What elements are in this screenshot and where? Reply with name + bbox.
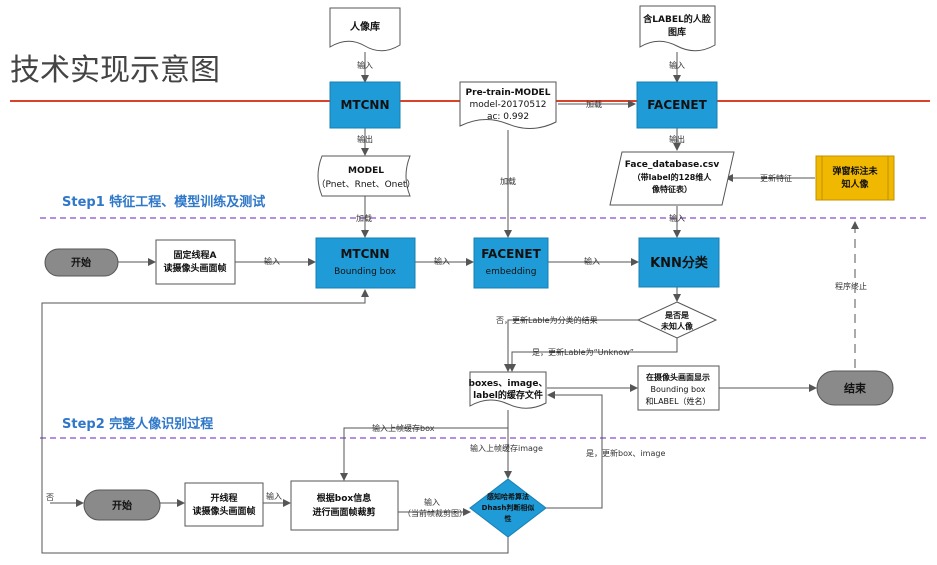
edge-label-output-csv: 输出	[669, 134, 685, 144]
page-title: 技术实现示意图	[10, 53, 220, 88]
edge-label-input-prev-box: 输入上帧缓存box	[372, 423, 435, 433]
node-facenet-emb-line2: embedding	[486, 267, 537, 277]
node-label-face-db: 含LABEL的人脸 图库	[639, 5, 716, 52]
node-cache-line2: label的缓存文件	[473, 389, 543, 401]
node-start2: 开始	[83, 489, 161, 521]
node-facenet-top-label: FACENET	[647, 98, 707, 112]
edge-label-output-model: 输出	[357, 134, 373, 144]
edge-label-yes-update: 是，更新Lable为“Unknow”	[532, 347, 634, 357]
node-unknown-decision: 是否是 未知人像	[636, 301, 718, 339]
step2-label: Step2 完整人像识别过程	[62, 416, 213, 432]
node-facenet-top: FACENET	[636, 81, 718, 129]
node-crop: 根据box信息 进行画面帧裁剪	[290, 480, 399, 531]
node-portrait-db-label: 人像库	[350, 20, 380, 33]
node-pretrain-model: Pre-train-MODEL model-20170512 ac: 0.992	[459, 81, 557, 129]
node-thread-b-line2: 读摄像头画面帧	[192, 505, 255, 517]
node-display-line2: Bounding box	[651, 385, 706, 394]
node-model-line2: （Pnet、Rnet、Onet）	[317, 179, 416, 190]
node-thread-a-line2: 读摄像头画面帧	[163, 262, 226, 274]
edge-label-input-crop: 输入	[424, 497, 440, 507]
edge-label-input-crop-sub: （当前帧裁剪图）	[403, 508, 467, 518]
node-dhash-line3: 性	[505, 514, 512, 523]
node-knn: KNN分类	[638, 237, 720, 288]
node-mtcnn-top: MTCNN	[329, 81, 401, 129]
node-thread-b-line1: 开线程	[210, 492, 237, 504]
edge-label-input1: 输入	[357, 60, 373, 70]
node-thread-a-line1: 固定线程A	[174, 249, 217, 261]
node-dhash-decision: 感知哈希算法 Dhash判断相似 性	[469, 478, 547, 538]
node-model-line1: MODEL	[348, 166, 384, 176]
node-popup-line2: 知人像	[840, 178, 869, 190]
node-end: 结束	[816, 370, 894, 406]
node-display-line3: 和LABEL（姓名）	[645, 396, 710, 406]
node-mtcnn-bounding-box: MTCNN Bounding box	[315, 237, 416, 289]
node-start1-label: 开始	[71, 256, 91, 269]
edge-label-program-stop: 程序终止	[835, 281, 867, 291]
edge-label-load-model: 加载	[356, 213, 372, 223]
node-facenet-embedding: FACENET embedding	[473, 237, 549, 289]
edge-label-yes-update-box: 是，更新box、image	[586, 448, 665, 458]
step1-label: Step1 特征工程、模型训练及测试	[62, 194, 265, 210]
node-display: 在摄像头画面显示 Bounding box 和LABEL（姓名）	[637, 365, 720, 411]
edge-label-no-left: 否	[46, 493, 54, 502]
node-thread-b: 开线程 读摄像头画面帧	[184, 482, 264, 527]
node-mtcnn-bb-line1: MTCNN	[340, 247, 389, 261]
node-csv-line3: 像特征表）	[651, 184, 692, 194]
node-popup-line1: 弹窗标注未	[832, 165, 878, 177]
node-mtcnn-top-label: MTCNN	[340, 98, 389, 112]
edge-label-input-mtcnn: 输入	[264, 256, 280, 266]
node-label-face-db-line1: 含LABEL的人脸	[642, 13, 711, 25]
node-pretrain-line1: Pre-train-MODEL	[466, 88, 551, 98]
node-label-face-db-line2: 图库	[668, 26, 686, 38]
edge-label-input-knn: 输入	[669, 213, 685, 223]
edge-label-input2: 输入	[669, 60, 685, 70]
edge-label-input-knn2: 输入	[584, 256, 600, 266]
node-cache-file: boxes、image、 label的缓存文件	[469, 371, 548, 409]
node-start1: 开始	[44, 248, 119, 277]
node-thread-a: 固定线程A 读摄像头画面帧	[155, 239, 236, 285]
edge-label-input-facenet: 输入	[434, 256, 450, 266]
edge-label-update-feature: 更新特征	[760, 173, 792, 183]
node-dhash-line2: Dhash判断相似	[482, 503, 535, 512]
node-display-line1: 在摄像头画面显示	[646, 372, 710, 382]
edge-labels: 输入 输出 加载 加载 加载 输入 输出 输入 输入 输入 输入 更新特征 程序…	[46, 60, 867, 518]
node-cache-line1: boxes、image、	[469, 379, 548, 389]
edge-label-no-update: 否，更新Lable为分类的结果	[496, 315, 598, 325]
node-start2-label: 开始	[112, 499, 132, 512]
node-unknown-line2: 未知人像	[660, 321, 694, 331]
node-mtcnn-bb-line2: Bounding box	[334, 267, 397, 277]
edge-label-input-prev-image: 输入上帧缓存image	[470, 443, 543, 453]
node-pretrain-line2: model-20170512	[469, 100, 546, 110]
edge-label-input-thread-b: 输入	[266, 491, 282, 501]
node-csv-line1: Face_database.csv	[625, 160, 720, 170]
node-unknown-line1: 是否是	[664, 310, 689, 320]
node-face-database-csv: Face_database.csv （带label的128维人 像特征表）	[609, 151, 735, 206]
node-dhash-line1: 感知哈希算法	[487, 492, 529, 501]
node-model: MODEL （Pnet、Rnet、Onet）	[317, 155, 416, 197]
node-facenet-emb-line1: FACENET	[481, 247, 541, 261]
connectors	[41, 52, 859, 554]
node-popup-label: 弹窗标注未 知人像	[815, 155, 895, 201]
node-crop-line1: 根据box信息	[317, 492, 371, 504]
node-crop-line2: 进行画面帧裁剪	[312, 506, 375, 518]
node-knn-label: KNN分类	[650, 255, 709, 271]
edge-label-load-pretrain: 加载	[500, 176, 516, 186]
node-pretrain-line3: ac: 0.992	[487, 112, 529, 122]
node-end-label: 结束	[843, 381, 867, 395]
node-portrait-db: 人像库	[329, 7, 401, 52]
node-csv-line2: （带label的128维人	[633, 172, 713, 182]
edge-label-load-facenet: 加载	[586, 99, 602, 109]
